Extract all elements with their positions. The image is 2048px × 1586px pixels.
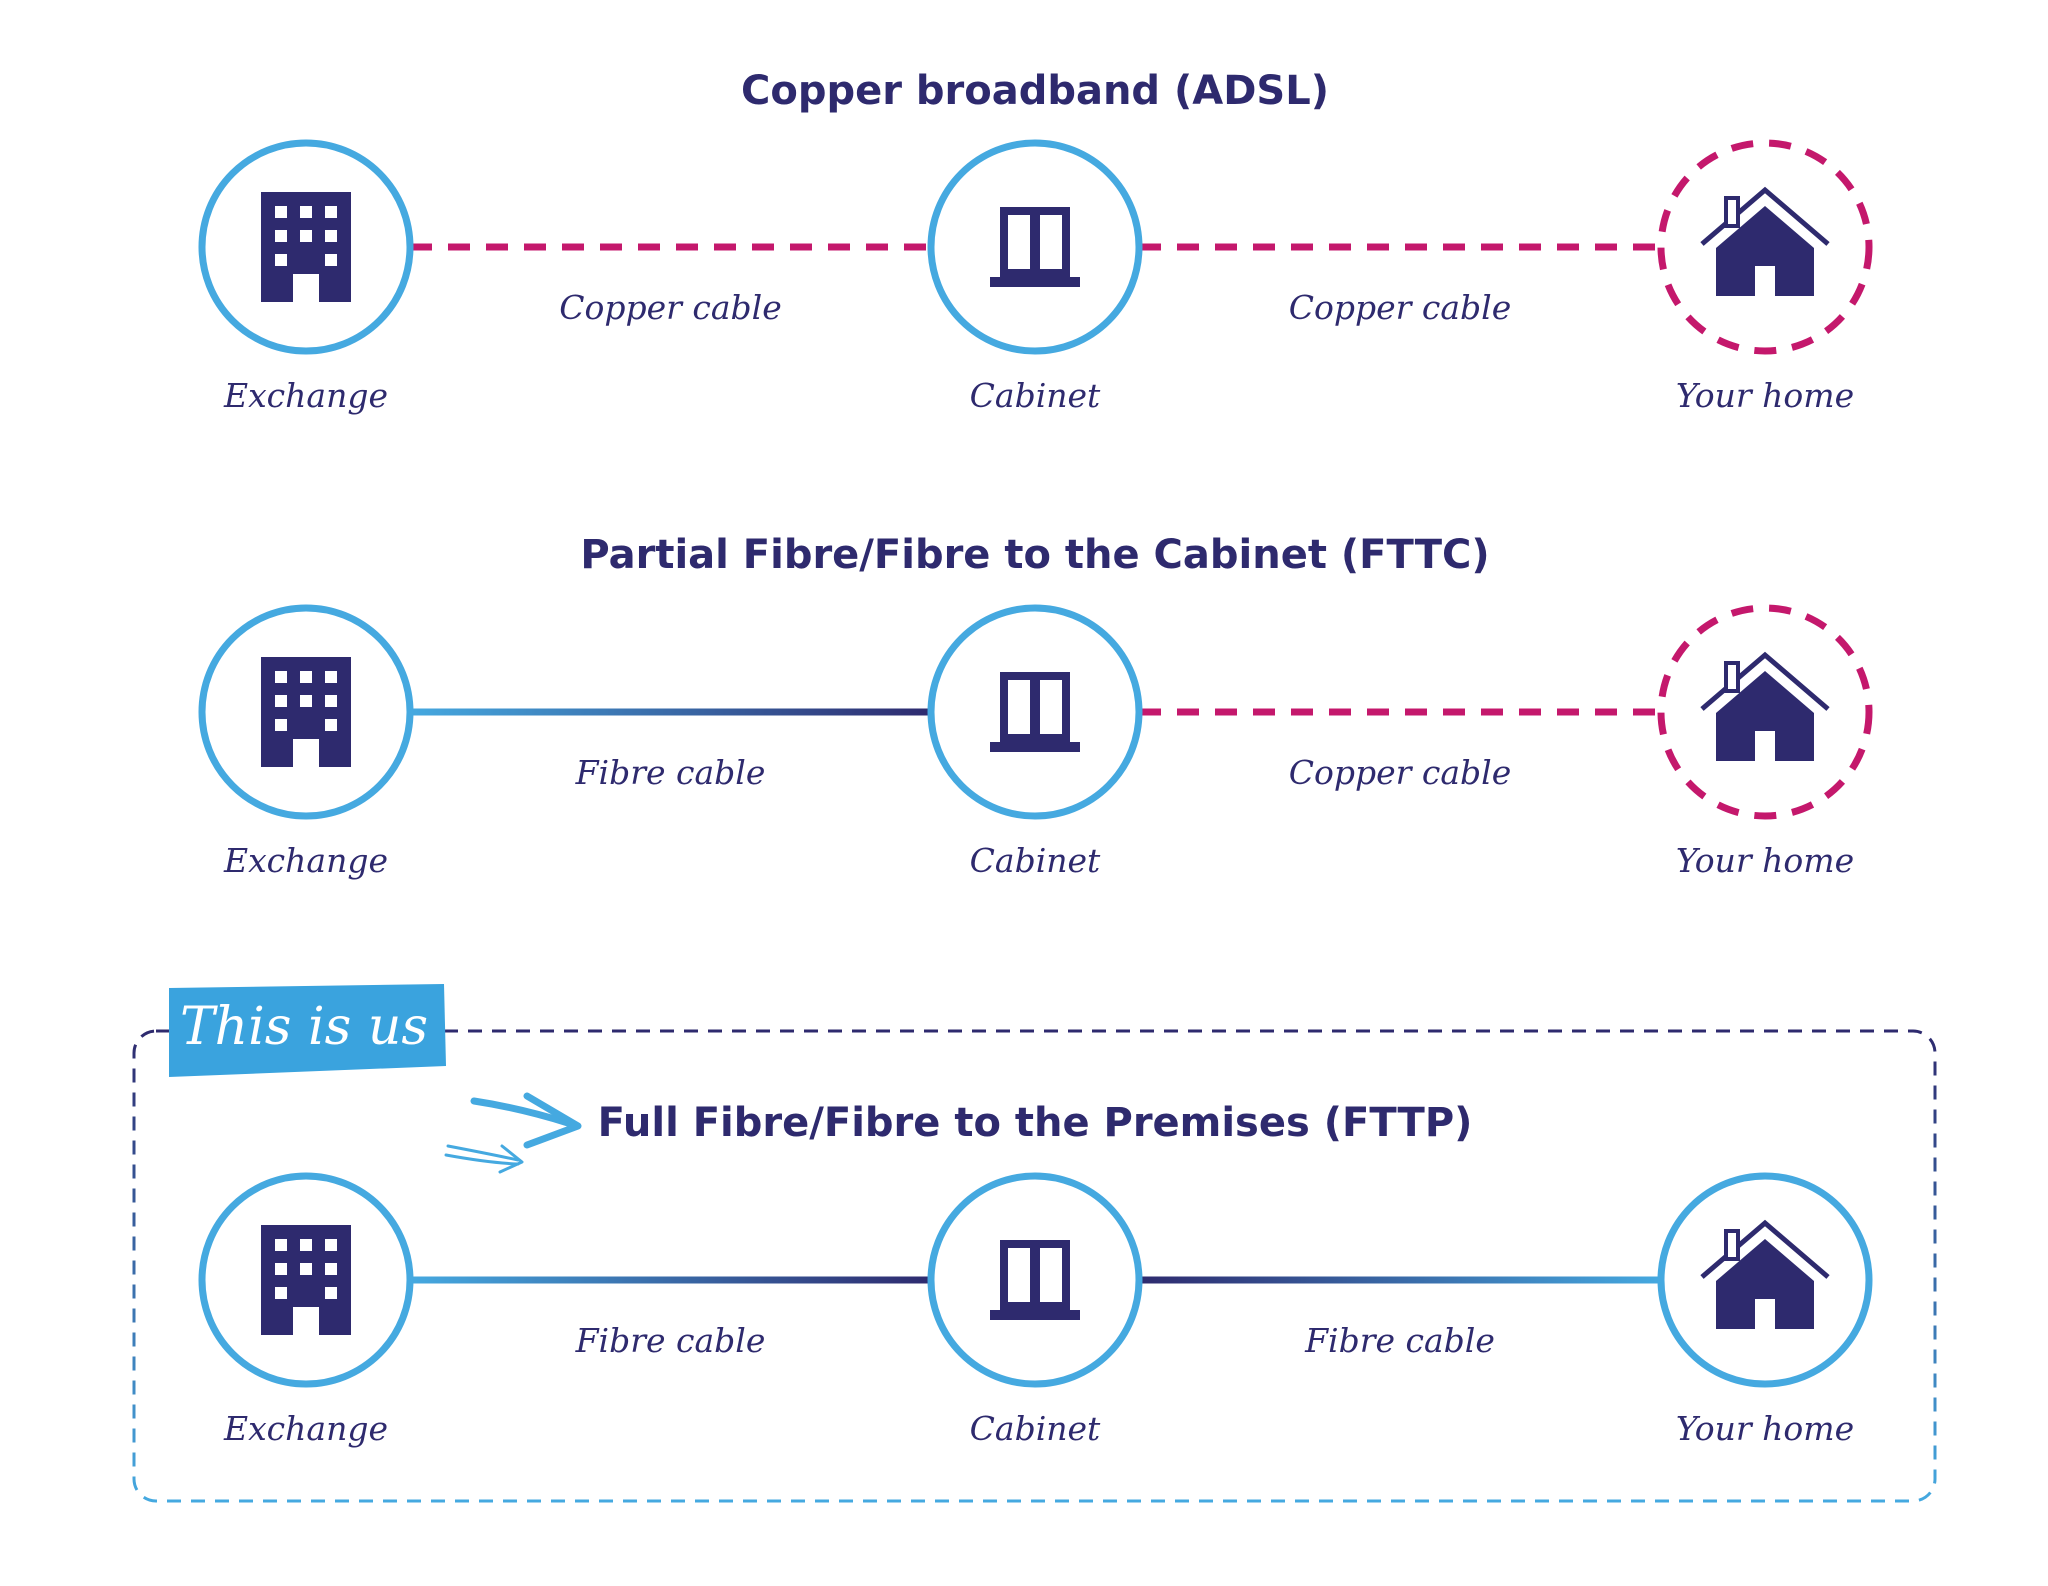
node-label: Your home xyxy=(1676,841,1854,880)
row-title: Copper broadband (ADSL) xyxy=(741,68,1329,114)
fttp-highlight-box xyxy=(132,1029,1937,1503)
node-label: Cabinet xyxy=(970,376,1101,415)
building-icon xyxy=(261,657,351,767)
link-label: Fibre cable xyxy=(1304,1321,1495,1360)
building-icon xyxy=(261,192,351,302)
node-label: Exchange xyxy=(223,1409,388,1448)
node-label: Your home xyxy=(1676,376,1854,415)
pointer-arrow-icon xyxy=(444,1092,582,1174)
this-is-us-badge: This is us xyxy=(169,984,446,1077)
link-label: Copper cable xyxy=(559,288,782,327)
link-label: Copper cable xyxy=(1289,753,1512,792)
node-label: Cabinet xyxy=(970,841,1101,880)
cabinet-icon xyxy=(990,672,1080,752)
link-label: Copper cable xyxy=(1289,288,1512,327)
row-title: Partial Fibre/Fibre to the Cabinet (FTTC… xyxy=(580,532,1489,578)
node-label: Your home xyxy=(1676,1409,1854,1448)
cabinet-icon xyxy=(990,207,1080,287)
node-label: Cabinet xyxy=(970,1409,1101,1448)
link-label: Fibre cable xyxy=(575,1321,766,1360)
node-label: Exchange xyxy=(223,841,388,880)
cabinet-icon xyxy=(990,1240,1080,1320)
node-label: Exchange xyxy=(223,376,388,415)
row-1: Copper broadband (ADSL) Copper cable Coppe… xyxy=(198,68,1873,415)
row-title: Full Fibre/Fibre to the Premises (FTTP) xyxy=(598,1100,1473,1146)
row-3: Full Fibre/Fibre to the Premises (FTTP) F… xyxy=(198,1100,1873,1448)
badge-text: This is us xyxy=(180,997,428,1057)
link-label: Fibre cable xyxy=(575,753,766,792)
building-icon xyxy=(261,1225,351,1335)
row-2: Partial Fibre/Fibre to the Cabinet (FTTC… xyxy=(198,532,1873,880)
